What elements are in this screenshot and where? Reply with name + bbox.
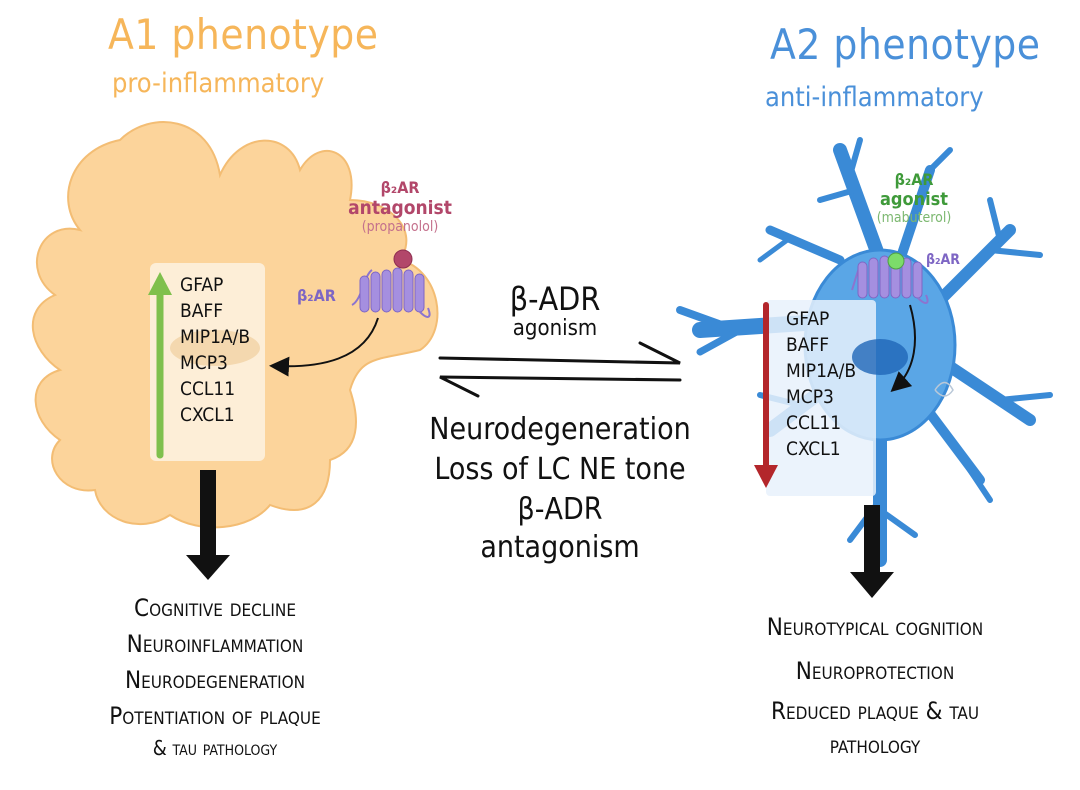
center-antagonism-line4: antagonism <box>480 530 640 565</box>
a2-subtitle: anti-inflammatory <box>765 82 984 113</box>
up-arrow <box>148 272 172 459</box>
a1-drug-label: β₂AR antagonist (propanolol) <box>340 178 460 235</box>
a1-receptor <box>351 249 431 318</box>
center-antagonism-line2: Loss of LC NE tone <box>434 452 686 487</box>
a2-drug-line2: agonist <box>879 189 949 210</box>
a2-receptor <box>851 252 929 304</box>
a2-gene-item: MCP3 <box>786 386 834 408</box>
a2-title: A2 phenotype <box>770 20 1041 69</box>
a1-gene-item: GFAP <box>180 274 224 296</box>
a1-outcome-list: Cognitive decline Neuroinflammation Neur… <box>50 590 380 762</box>
a2-receptor-label: β₂AR <box>926 252 960 268</box>
a2-drug-line1: β₂AR <box>894 170 934 189</box>
a2-gene-item: BAFF <box>786 334 830 356</box>
center-antagonism-line1: Neurodegeneration <box>429 412 691 447</box>
a2-gene-item: GFAP <box>786 308 830 330</box>
center-agonism-line2: agonism <box>512 316 598 341</box>
a1-receptor-label: β₂AR <box>297 286 336 305</box>
a1-outcome-item: Neuroinflammation <box>126 630 304 658</box>
a2-signal-arrow <box>890 304 916 393</box>
a2-outcome-arrow <box>850 505 894 598</box>
a1-signal-arrow <box>269 317 379 377</box>
center-antagonism-line3: β-ADR <box>517 492 603 527</box>
a2-gene-item: MIP1A/B <box>786 360 857 382</box>
a1-gene-item: BAFF <box>180 300 224 322</box>
a1-outcome-item: Neurodegeneration <box>124 666 306 694</box>
a2-outcome-item: Neuroprotection <box>795 657 955 685</box>
a2-gene-item: CCL11 <box>786 412 842 434</box>
a1-outcome-item: Cognitive decline <box>134 594 296 622</box>
a1-drug-line3: (propanolol) <box>361 219 439 235</box>
a1-drug-line1: β₂AR <box>380 178 420 197</box>
a1-outcome-item: & tau pathology <box>152 736 278 760</box>
center-agonism-line1: β-ADR <box>509 280 601 318</box>
a1-astrocyte-cell <box>31 121 439 529</box>
a2-outcome-item: Neurotypical cognition <box>766 613 984 641</box>
a1-gene-item: MCP3 <box>180 352 228 374</box>
a1-gene-item: MIP1A/B <box>180 326 251 348</box>
a2-drug-line3: (mabuterol) <box>876 210 952 226</box>
a1-outcome-item: Potentiation of plaque <box>109 702 321 730</box>
a1-drug-line2: antagonist <box>348 197 452 219</box>
a1-subtitle: pro-inflammatory <box>112 68 325 99</box>
a1-title: A1 phenotype <box>108 10 379 59</box>
center-antagonism-label: Neurodegeneration Loss of LC NE tone β-A… <box>420 410 700 566</box>
a2-outcome-item: Reduced plaque & tau <box>770 697 980 725</box>
a2-gene-item: CXCL1 <box>786 438 841 460</box>
a1-gene-list: GFAP BAFF MIP1A/B MCP3 CCL11 CXCL1 <box>180 272 250 428</box>
equilibrium-arrows <box>438 341 682 398</box>
a2-drug-label: β₂AR agonist (mabuterol) <box>864 170 964 226</box>
down-arrow <box>754 302 778 488</box>
a1-outcome-arrow <box>186 470 230 580</box>
a2-gene-list: GFAP BAFF MIP1A/B MCP3 CCL11 CXCL1 <box>786 306 856 462</box>
a1-gene-item: CXCL1 <box>180 404 235 426</box>
a1-gene-item: CCL11 <box>180 378 236 400</box>
center-agonism-label: β-ADR agonism <box>470 282 640 342</box>
a2-outcome-item: pathology <box>829 731 921 759</box>
a2-outcome-list: Neurotypical cognition Neuroprotection R… <box>720 605 1030 761</box>
